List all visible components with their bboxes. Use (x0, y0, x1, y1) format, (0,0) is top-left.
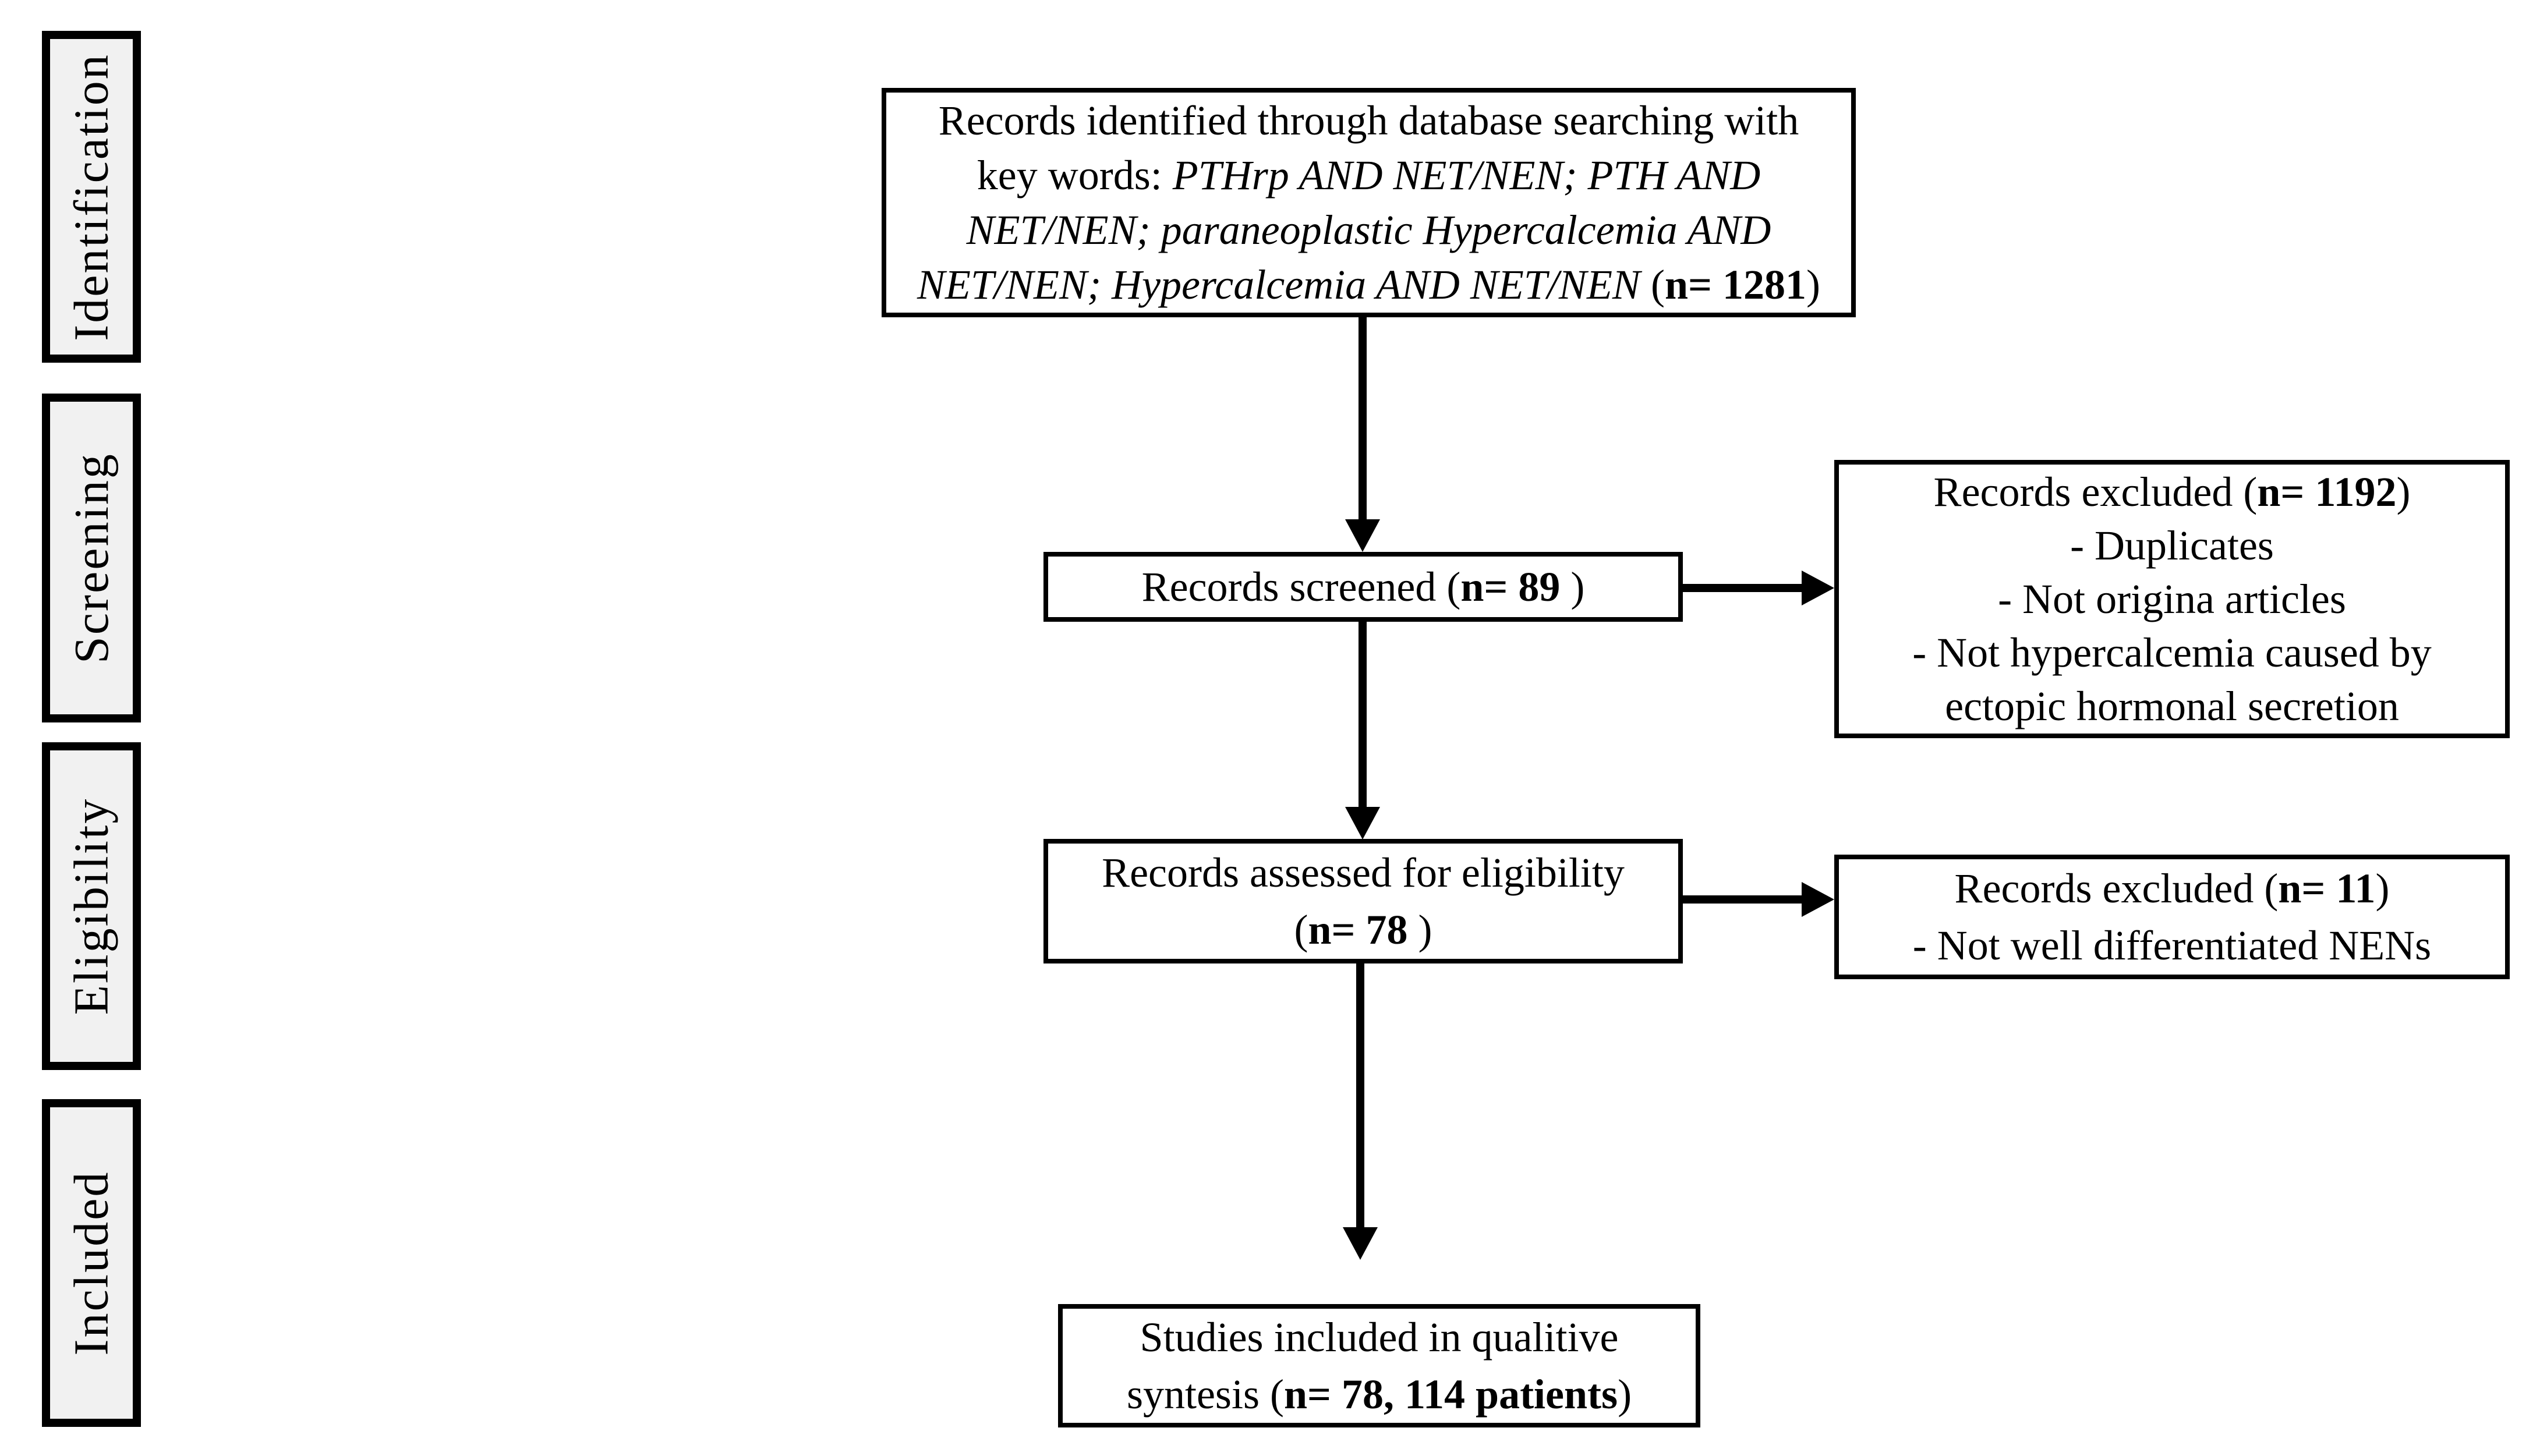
arrow-stem (1356, 963, 1364, 1228)
arrow-down-icon (1343, 1227, 1378, 1260)
box-studies-included: Studies included in qualitive syntesis (n… (1058, 1304, 1700, 1427)
text-line: - Duplicates (2070, 522, 2274, 569)
text-line: Studies included in qualitive (1140, 1314, 1619, 1361)
box-records-identified: Records identified through database sear… (882, 88, 1856, 317)
arrow-down-icon (1345, 807, 1380, 839)
arrow-down-icon (1345, 519, 1380, 552)
stage-label-screening: Screening (64, 452, 119, 664)
text-line: Records screened (n= 89 ) (1141, 563, 1585, 610)
arrow-stem (1359, 317, 1367, 521)
text-line: syntesis (n= 78, 114 patients) (1126, 1371, 1632, 1418)
text-line: Records excluded (n= 1192) (1933, 469, 2411, 515)
text-line: Records identified through database sear… (938, 97, 1799, 144)
box-records-excluded-screening: Records excluded (n= 1192) - Duplicates - … (1834, 460, 2510, 738)
text-line: Records excluded (n= 11) (1954, 865, 2390, 912)
stage-box-identification: Identification (42, 31, 141, 363)
arrow-stem (1359, 622, 1367, 808)
arrow-stem (1683, 584, 1803, 592)
arrow-stem (1683, 895, 1803, 904)
stage-label-identification: Identification (64, 52, 119, 341)
box-records-excluded-eligibility: Records excluded (n= 11) - Not well diffe… (1834, 855, 2510, 979)
arrow-right-icon (1802, 882, 1834, 917)
text-line: ectopic hormonal secretion (1945, 683, 2399, 729)
text-line: key words: PTHrp AND NET/NEN; PTH AND (977, 152, 1761, 199)
stage-box-included: Included (42, 1099, 141, 1427)
text-line: - Not well differentiated NENs (1912, 922, 2432, 969)
text-line: - Not hypercalcemia caused by (1912, 629, 2432, 676)
text-line: - Not origina articles (1998, 576, 2346, 622)
stage-label-included: Included (64, 1170, 119, 1356)
text-line: NET/NEN; paraneoplastic Hypercalcemia AN… (966, 207, 1771, 253)
stage-box-screening: Screening (42, 394, 141, 722)
stage-label-eligibility: Eligibility (64, 797, 119, 1015)
box-records-screened: Records screened (n= 89 ) (1043, 552, 1683, 622)
text-line: (n= 78 ) (1294, 906, 1432, 953)
box-records-assessed: Records assessed for eligibility (n= 78 ) (1043, 839, 1683, 963)
text-line: Records assessed for eligibility (1102, 849, 1625, 896)
stage-box-eligibility: Eligibility (42, 742, 141, 1070)
arrow-right-icon (1802, 571, 1834, 605)
text-line: NET/NEN; Hypercalcemia AND NET/NEN (n= 1… (917, 261, 1820, 308)
